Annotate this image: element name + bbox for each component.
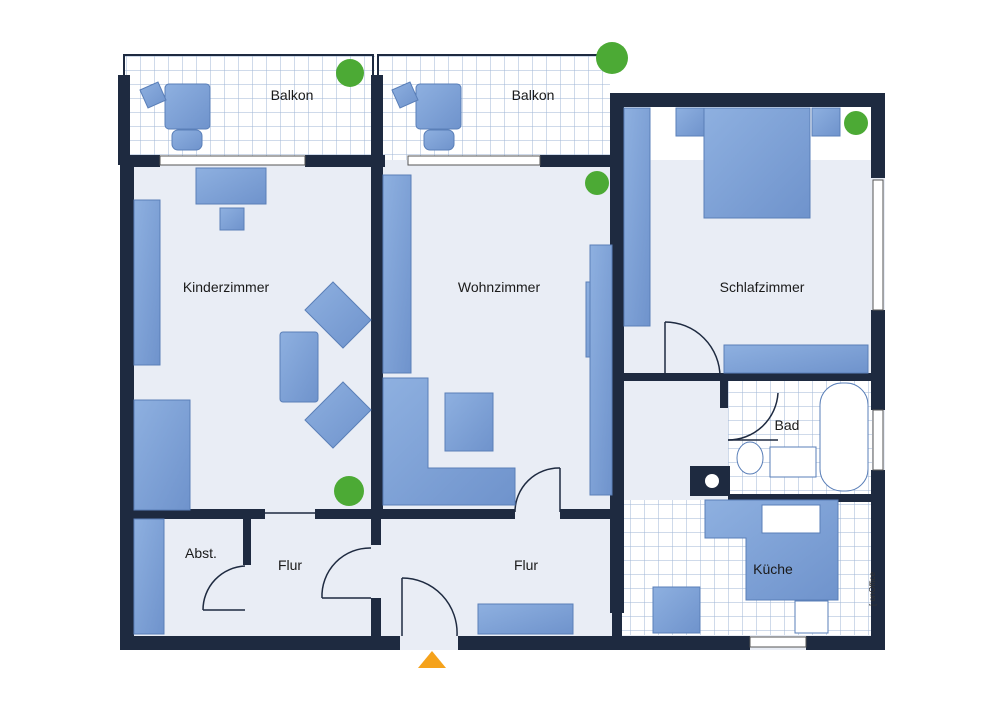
storage-shelf: [133, 518, 165, 635]
nightstand-right: [811, 107, 841, 137]
room-label-wohnzimmer: Wohnzimmer: [457, 279, 541, 295]
living-table: [444, 392, 494, 452]
wardrobe: [133, 199, 161, 366]
sink: [769, 446, 817, 478]
double-bed: [703, 107, 811, 219]
room-label-balkon-right: Balkon: [511, 87, 555, 103]
plant-icon: [596, 42, 628, 74]
room-label-flur-small: Flur: [277, 557, 303, 573]
coffee-table: [279, 331, 319, 403]
kitchen-sink: [761, 504, 821, 534]
dresser: [723, 344, 869, 374]
shelf-right: [589, 244, 613, 496]
room-label-schlafzimmer: Schlafzimmer: [719, 279, 805, 295]
bathtub: [819, 382, 869, 492]
balcony-table-left: [164, 83, 211, 130]
corner-sofa: [382, 377, 516, 506]
toilet: [736, 441, 764, 475]
room-label-abst: Abst.: [185, 545, 217, 561]
balcony-railings: [123, 54, 610, 75]
watermark-logo: [ onOffice: [868, 571, 877, 606]
room-label-flur-main: Flur: [513, 557, 539, 573]
nightstand-left: [675, 107, 705, 137]
entrance-arrow-icon: [418, 651, 446, 668]
plant-icon: [336, 59, 364, 87]
furniture: [133, 81, 869, 635]
dining-table: [652, 586, 701, 634]
room-label-kueche: Küche: [753, 561, 793, 577]
desk: [195, 167, 267, 205]
plant-icon: [844, 111, 868, 135]
desk-chair: [219, 207, 245, 231]
windows: [159, 155, 884, 648]
column-icon: [705, 474, 719, 488]
wardrobe-bed: [623, 107, 651, 327]
plants: [334, 42, 868, 506]
balcony-right-floor: [378, 55, 610, 160]
room-label-kinderzimmer: Kinderzimmer: [182, 279, 270, 295]
room-label-balkon-left: Balkon: [270, 87, 314, 103]
room-label-bad: Bad: [774, 417, 800, 433]
stove: [794, 600, 829, 634]
plant-icon: [585, 171, 609, 195]
bed-kinder: [133, 399, 191, 511]
doors: [202, 321, 779, 637]
plant-icon: [334, 476, 364, 506]
hall-bench: [477, 603, 574, 635]
balcony-table-right: [415, 83, 462, 130]
shelf-wall: [382, 174, 412, 374]
walls: [118, 75, 885, 650]
